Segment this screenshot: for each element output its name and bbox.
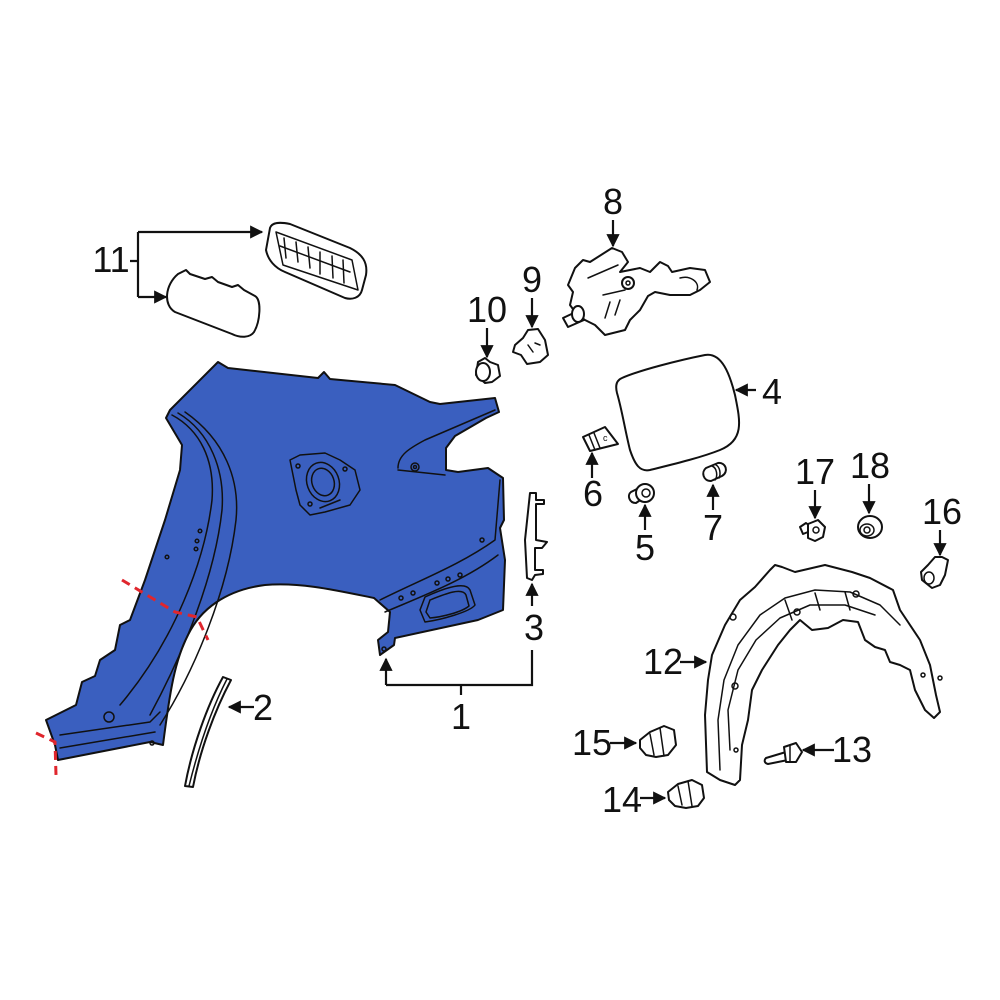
retainer[interactable] [799,519,826,542]
callout-9[interactable]: 9 [521,259,543,300]
wheel-liner[interactable] [704,564,943,786]
grommet[interactable] [475,357,501,384]
callout-5[interactable]: 5 [634,527,656,568]
callout-16[interactable]: 16 [921,491,963,532]
callout-11[interactable]: 11 [92,239,130,280]
nut[interactable] [920,556,949,589]
hinge-bracket[interactable] [512,328,549,365]
callout-6[interactable]: 6 [582,473,604,514]
lock-actuator[interactable] [562,247,711,336]
clip[interactable]: c [582,426,619,452]
push-clip-upper[interactable] [639,725,677,758]
callout-8[interactable]: 8 [602,181,624,222]
callout-17[interactable]: 17 [794,451,836,492]
leader-lines [130,220,947,805]
moulding-strip[interactable] [184,676,232,788]
callout-3[interactable]: 3 [523,607,545,648]
callout-2[interactable]: 2 [252,687,274,728]
svg-text:c: c [603,433,608,443]
callout-15[interactable]: 15 [571,722,613,763]
fuel-door[interactable] [615,353,741,472]
callout-10[interactable]: 10 [466,289,508,330]
vent-assembly[interactable] [166,221,368,338]
callout-7[interactable]: 7 [702,507,724,548]
bumper-stop[interactable] [702,461,727,482]
callout-1[interactable]: 1 [450,696,472,737]
push-clip-lower[interactable] [667,779,705,809]
callout-12[interactable]: 12 [642,641,684,682]
callout-13[interactable]: 13 [831,729,873,770]
cut-lines [35,578,210,776]
quarter-panel[interactable] [45,361,506,761]
screw[interactable] [763,742,803,765]
callout-18[interactable]: 18 [849,445,891,486]
bushing[interactable] [627,483,655,504]
grommet-nut[interactable] [857,515,883,539]
callout-4[interactable]: 4 [761,371,783,412]
bracket[interactable] [524,492,548,581]
callout-14[interactable]: 14 [601,779,643,820]
